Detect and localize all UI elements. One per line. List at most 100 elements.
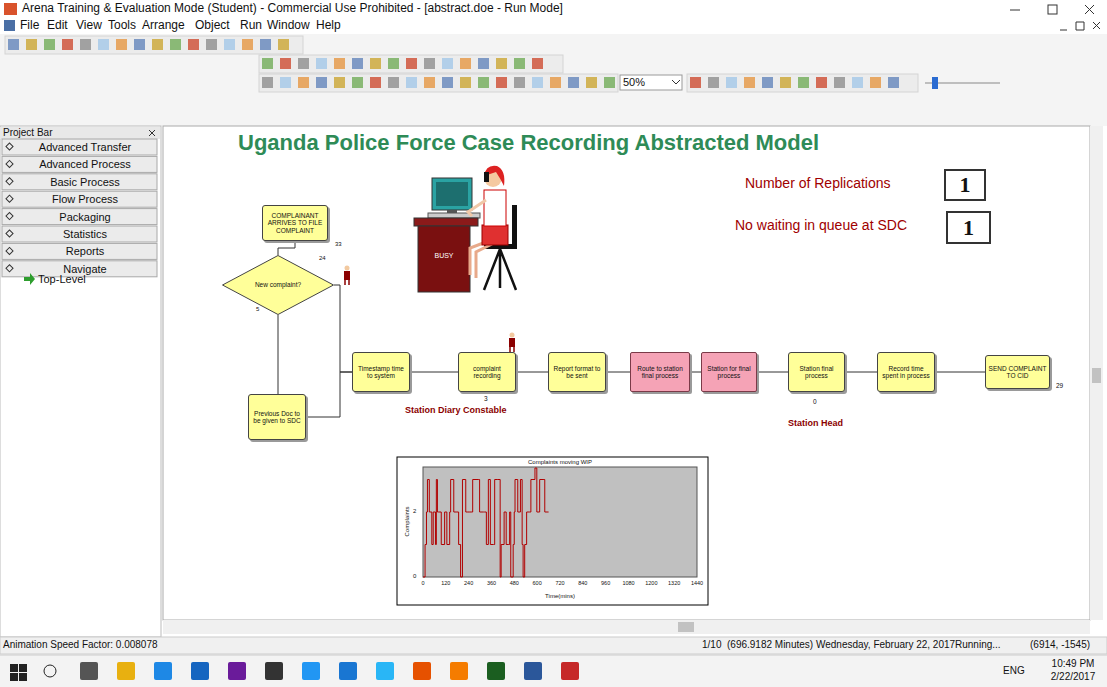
toolbar-icon: [604, 77, 615, 88]
counter: 33: [335, 241, 342, 248]
tick-label: 720: [548, 580, 572, 586]
toolbar-icon: [116, 39, 127, 50]
tree-icon: [24, 273, 35, 285]
status-bar: [0, 637, 1107, 654]
taskbar-icon: [561, 662, 579, 680]
queue-value: 1: [947, 212, 990, 243]
combo-arrow: [672, 80, 680, 84]
variable-box: [945, 170, 985, 200]
axis-title: Time(mins): [520, 593, 600, 600]
module-label: Previous Doc to be given to SDC: [251, 410, 303, 424]
toolbar-icon: [816, 77, 827, 88]
close-button: [1085, 5, 1094, 14]
replications-label: Number of Replications: [745, 175, 891, 191]
toolbar-icon: [798, 77, 809, 88]
module-label: Report format to be sent: [551, 365, 603, 379]
toolbar-icon: [442, 58, 453, 69]
button-icon: [6, 143, 13, 150]
toolbar-area: [0, 34, 1107, 126]
language: ENG: [1003, 665, 1025, 677]
menu-item: View: [76, 19, 102, 33]
telephone: [484, 172, 489, 182]
legs: [470, 242, 492, 278]
connector: [516, 372, 548, 373]
toolbar-icon: [298, 58, 309, 69]
taskbar-icon: [487, 662, 505, 680]
figure-legs: [345, 280, 349, 285]
panel-button-label: Advanced Transfer: [18, 141, 152, 154]
taskbar-icon: [302, 662, 320, 680]
connector: [334, 285, 352, 372]
arm: [468, 200, 486, 216]
toolbar-icon: [334, 58, 345, 69]
assign-module: Timestamp time to system: [352, 352, 410, 392]
menu-item: Object: [195, 19, 230, 33]
toolbar: [687, 74, 918, 92]
toolbar-icon: [62, 39, 73, 50]
toolbar-icon: [424, 58, 435, 69]
desk-sign: BUSY: [418, 252, 470, 260]
status-text: Running...: [955, 639, 1001, 651]
taskbar-icon: [376, 662, 394, 680]
figure-head: [510, 333, 515, 338]
module-label: Station for final process: [704, 365, 754, 379]
connector: [278, 241, 295, 255]
menu-bar: [0, 18, 1107, 34]
replications-value: 1: [945, 170, 985, 200]
maximize-button: [1048, 5, 1057, 14]
button-icon: [6, 247, 13, 254]
tick-label: 2: [413, 508, 416, 515]
start-logo: [19, 664, 27, 672]
plot-frame: [397, 457, 708, 605]
toolbar-icon: [478, 58, 489, 69]
toolbar-icon: [260, 39, 271, 50]
menu-item: Edit: [47, 19, 68, 33]
tick-label: 1080: [617, 580, 641, 586]
taskbar-icon: [154, 662, 172, 680]
counter: 3: [484, 395, 488, 402]
button-icon: [6, 160, 13, 167]
toolbar-icon: [532, 77, 543, 88]
toolbar-icon: [888, 77, 899, 88]
monitor: [432, 178, 472, 210]
title-bar: [0, 0, 1107, 18]
module-label: Station final process: [791, 365, 842, 379]
panel-header: [0, 127, 160, 139]
panel-button: [2, 209, 157, 225]
toolbar-icon: [44, 39, 55, 50]
status-text: 1/10: [702, 639, 721, 651]
taskbar: [0, 655, 1107, 687]
button-icon: [6, 178, 13, 185]
hair: [484, 166, 504, 186]
toolbar-icon: [690, 77, 701, 88]
toolbar-icon: [514, 58, 525, 69]
window-title: Arena Training & Evaluation Mode (Studen…: [22, 2, 563, 16]
station-name: Station Head: [788, 418, 843, 428]
tick-label: 0: [411, 580, 435, 586]
slider-thumb: [932, 77, 938, 89]
toolbar-icon: [478, 77, 489, 88]
project-bar: [0, 126, 161, 637]
toolbar-icon: [352, 77, 363, 88]
route-module: Route to station final process: [630, 352, 690, 392]
menu-item: File: [20, 19, 39, 33]
blouse: [484, 190, 506, 226]
toolbar-icon: [532, 58, 543, 69]
tick-label: 1440: [685, 580, 709, 586]
connector: [278, 315, 279, 394]
chair-legs: [484, 249, 516, 290]
variable-box: [947, 212, 990, 243]
module-label: complaint recording: [461, 365, 513, 379]
figure-body: [509, 338, 515, 347]
panel-button: [2, 226, 157, 242]
assign-module: Report format to be sent: [548, 352, 606, 392]
toolbar-icon: [496, 58, 507, 69]
connector: [606, 372, 630, 373]
toolbar-icon: [224, 39, 235, 50]
menu-item: Arrange: [142, 19, 185, 33]
panel-button: [2, 174, 157, 190]
toolbar-icon: [334, 77, 345, 88]
start-logo: [10, 673, 18, 681]
station-name: Station Diary Constable: [405, 405, 507, 415]
